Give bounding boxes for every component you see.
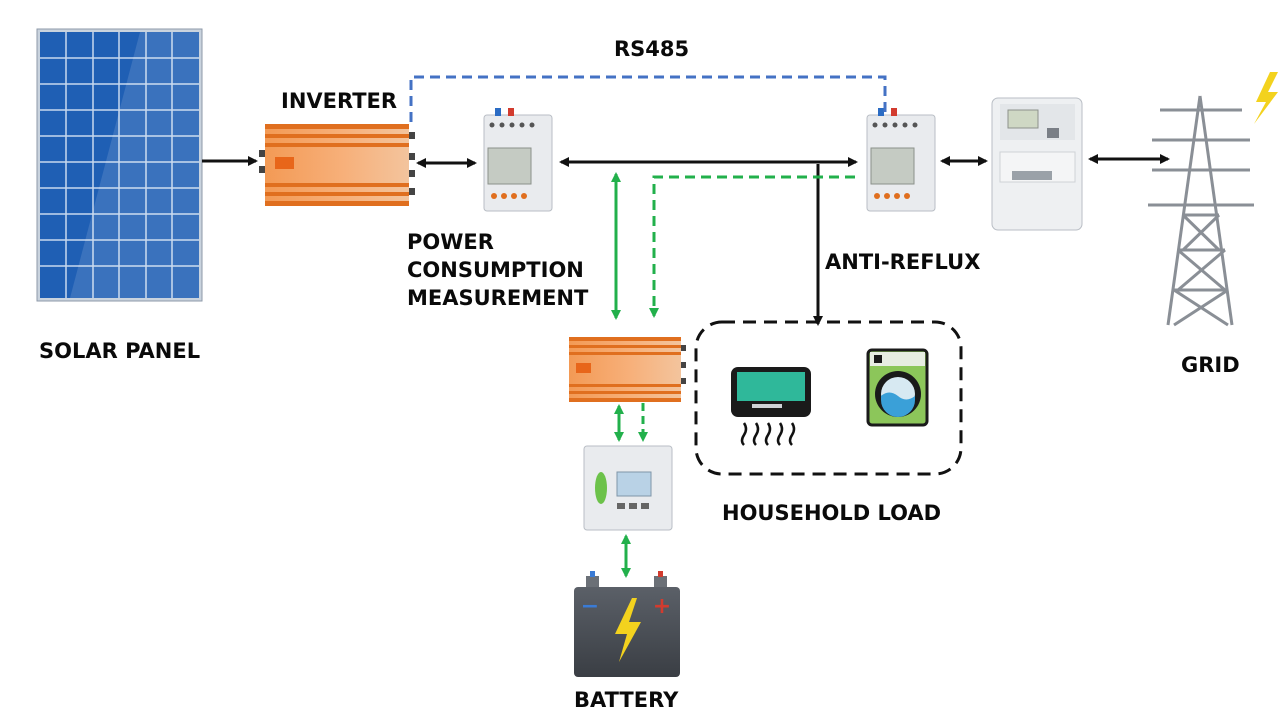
grid-tower-icon xyxy=(1148,95,1254,327)
label-grid: GRID xyxy=(1181,353,1240,377)
label-inverter: INVERTER xyxy=(281,89,398,113)
washing-machine-icon xyxy=(866,348,929,427)
dc-meter-icon xyxy=(583,445,673,531)
household-load-box xyxy=(694,320,963,476)
label-pcm-line-3: MEASUREMENT xyxy=(407,286,589,310)
label-battery: BATTERY xyxy=(574,688,679,712)
battery-plus-sign: + xyxy=(653,594,671,619)
label-pcm-line-1: POWER xyxy=(407,230,494,254)
label-power-consumption-measurement: POWER CONSUMPTION MEASUREMENT xyxy=(407,228,588,312)
heater-icon xyxy=(731,367,811,446)
battery-minus-sign: − xyxy=(581,594,599,619)
measurement-signal-line xyxy=(649,175,855,318)
label-solar-panel: SOLAR PANEL xyxy=(39,339,201,363)
lightning-icon xyxy=(1254,72,1278,124)
solar-panel-icon xyxy=(36,28,203,302)
power-meter-icon xyxy=(483,108,553,212)
energy-meter-icon xyxy=(991,97,1083,231)
battery-icon: − + xyxy=(574,571,680,677)
label-pcm-line-2: CONSUMPTION xyxy=(407,258,584,282)
label-rs485: RS485 xyxy=(614,37,690,61)
rs485-line xyxy=(409,75,887,122)
label-household-load: HOUSEHOLD LOAD xyxy=(722,501,942,525)
label-anti-reflux: ANTI-REFLUX xyxy=(825,250,981,274)
anti-reflux-meter-icon xyxy=(866,108,936,212)
inverter-icon xyxy=(259,124,415,206)
storage-inverter-icon xyxy=(569,337,686,402)
